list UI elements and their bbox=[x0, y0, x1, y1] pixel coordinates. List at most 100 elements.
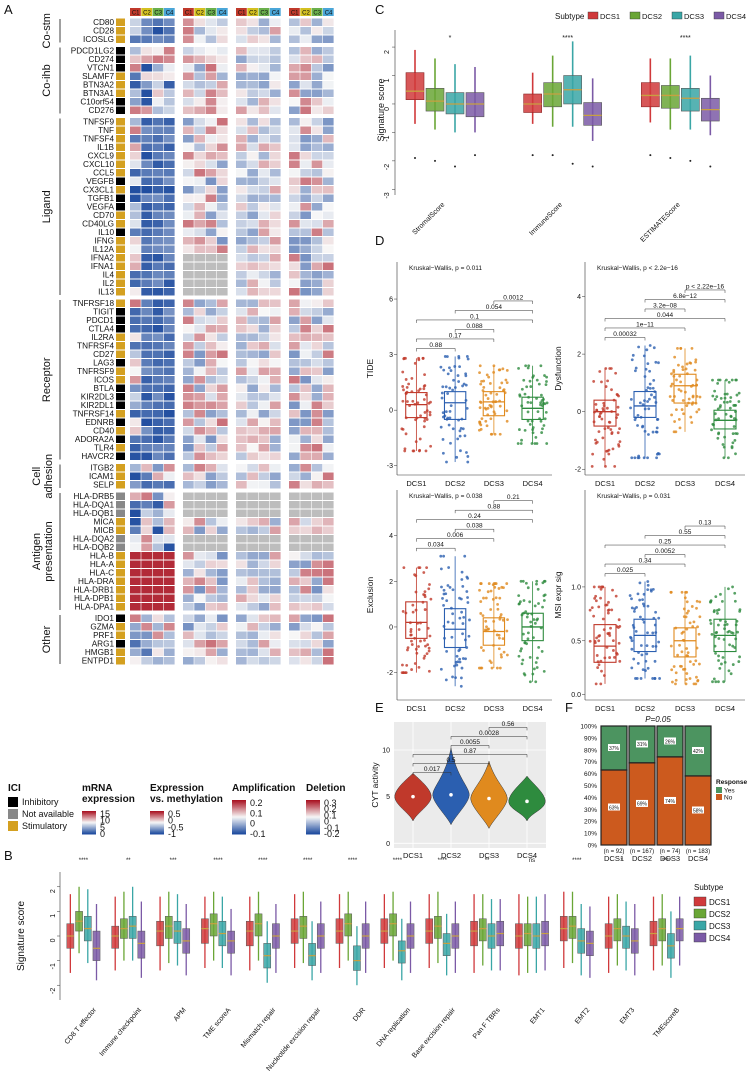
heatmap-cell bbox=[216, 118, 228, 126]
heatmap-cell bbox=[183, 316, 194, 324]
heatmap-cell bbox=[300, 299, 311, 307]
d-point bbox=[417, 628, 421, 631]
heatmap-cell bbox=[205, 271, 217, 279]
heatmap-cell bbox=[130, 203, 141, 211]
d-point bbox=[633, 609, 636, 613]
heatmap-cell bbox=[311, 657, 323, 665]
ici-swatch bbox=[116, 481, 125, 489]
c-xtick: ESTIMATEScore bbox=[639, 201, 681, 243]
f-ytick: 0% bbox=[588, 843, 598, 850]
heatmap-cell bbox=[236, 384, 247, 392]
heatmap-cell bbox=[216, 342, 228, 350]
heatmap-cell bbox=[311, 427, 323, 435]
d-box bbox=[443, 391, 467, 420]
heatmap-cell bbox=[300, 418, 311, 426]
heatmap-cell bbox=[269, 492, 281, 500]
heatmap-cell bbox=[130, 308, 141, 316]
heatmap-cell bbox=[300, 308, 311, 316]
heatmap-cell bbox=[216, 169, 228, 177]
heatmap-cell bbox=[236, 194, 247, 202]
d-point bbox=[590, 464, 594, 468]
ici-swatch bbox=[116, 560, 125, 568]
heatmap-cell bbox=[311, 81, 323, 89]
d-point bbox=[674, 430, 678, 434]
heatmap-cell bbox=[163, 492, 175, 500]
d-point bbox=[413, 573, 416, 577]
heatmap-cell bbox=[163, 35, 175, 43]
heatmap-cell bbox=[194, 18, 205, 26]
ici-swatch bbox=[116, 393, 125, 401]
d-point bbox=[678, 374, 682, 378]
e-violin bbox=[508, 775, 546, 822]
heatmap-cell bbox=[163, 220, 175, 228]
heatmap-cell bbox=[194, 418, 205, 426]
heatmap-cell bbox=[269, 143, 281, 151]
mrna-colorbar-gradient bbox=[82, 813, 96, 815]
heatmap-cell bbox=[152, 72, 164, 80]
mrna-colorbar-gradient bbox=[82, 824, 96, 826]
heatmap-cell bbox=[163, 427, 175, 435]
heatmap-cell bbox=[205, 262, 217, 270]
d-point bbox=[657, 361, 660, 365]
heatmap-cell bbox=[141, 143, 152, 151]
heatmap-cell bbox=[300, 648, 311, 656]
heatmap-cell bbox=[236, 569, 247, 577]
d-point bbox=[644, 669, 647, 672]
heatmap-cell bbox=[216, 492, 228, 500]
d-point bbox=[410, 377, 414, 380]
d-point bbox=[644, 367, 648, 371]
heatmap-cell bbox=[205, 552, 217, 560]
mrna-colorbar-gradient bbox=[82, 811, 96, 813]
d-point bbox=[603, 656, 607, 660]
evm-colorbar-gradient bbox=[150, 829, 164, 831]
heatmap-cell bbox=[205, 543, 217, 551]
heatmap-cell bbox=[269, 640, 281, 648]
ici-swatch bbox=[116, 492, 125, 500]
d-point bbox=[710, 428, 713, 432]
heatmap-cell bbox=[183, 333, 194, 341]
heatmap-cell bbox=[311, 211, 323, 219]
b-box bbox=[254, 913, 263, 937]
heatmap-cell bbox=[236, 614, 247, 622]
heatmap-cell bbox=[289, 211, 300, 219]
b-xtick: Immune checkpoint bbox=[99, 1007, 143, 1058]
amp-colorbar-tick: 0.2 bbox=[250, 798, 263, 808]
mrna-colorbar-gradient bbox=[82, 828, 96, 830]
heatmap-cell bbox=[152, 254, 164, 262]
heatmap-cell bbox=[141, 393, 152, 401]
heatmap-cell bbox=[152, 472, 164, 480]
heatmap-cell bbox=[300, 288, 311, 296]
heatmap-cell bbox=[258, 418, 270, 426]
d-point bbox=[451, 588, 455, 592]
heatmap-cell bbox=[311, 367, 323, 375]
d-point bbox=[718, 405, 722, 409]
heatmap-cell bbox=[205, 160, 217, 168]
heatmap-cell bbox=[269, 211, 281, 219]
amp-colorbar-gradient bbox=[232, 824, 246, 827]
c-legend-swatch bbox=[713, 11, 725, 20]
heatmap-cell bbox=[183, 393, 194, 401]
heatmap-cell bbox=[247, 325, 258, 333]
d-point bbox=[497, 633, 501, 637]
del-colorbar-gradient bbox=[306, 810, 320, 812]
heatmap-cell bbox=[289, 18, 300, 26]
d-point bbox=[402, 356, 406, 360]
d-bracket bbox=[644, 535, 726, 539]
d-point bbox=[427, 646, 431, 650]
amp-colorbar-gradient bbox=[232, 822, 246, 825]
heatmap-cell bbox=[269, 98, 281, 106]
d-point bbox=[690, 421, 694, 424]
heatmap-cell bbox=[269, 435, 281, 443]
heatmap-cell bbox=[183, 481, 194, 489]
d-point bbox=[401, 399, 405, 403]
heatmap-cell bbox=[311, 333, 323, 341]
heatmap-cell bbox=[236, 359, 247, 367]
d-point bbox=[687, 609, 690, 613]
mrna-colorbar-gradient bbox=[82, 817, 96, 819]
d-point bbox=[468, 618, 471, 622]
heatmap-cell bbox=[258, 560, 270, 568]
amp-colorbar-gradient bbox=[232, 829, 246, 832]
heatmap-cell bbox=[163, 509, 175, 517]
gene-label: TNF bbox=[98, 126, 114, 135]
heatmap-cell bbox=[216, 552, 228, 560]
